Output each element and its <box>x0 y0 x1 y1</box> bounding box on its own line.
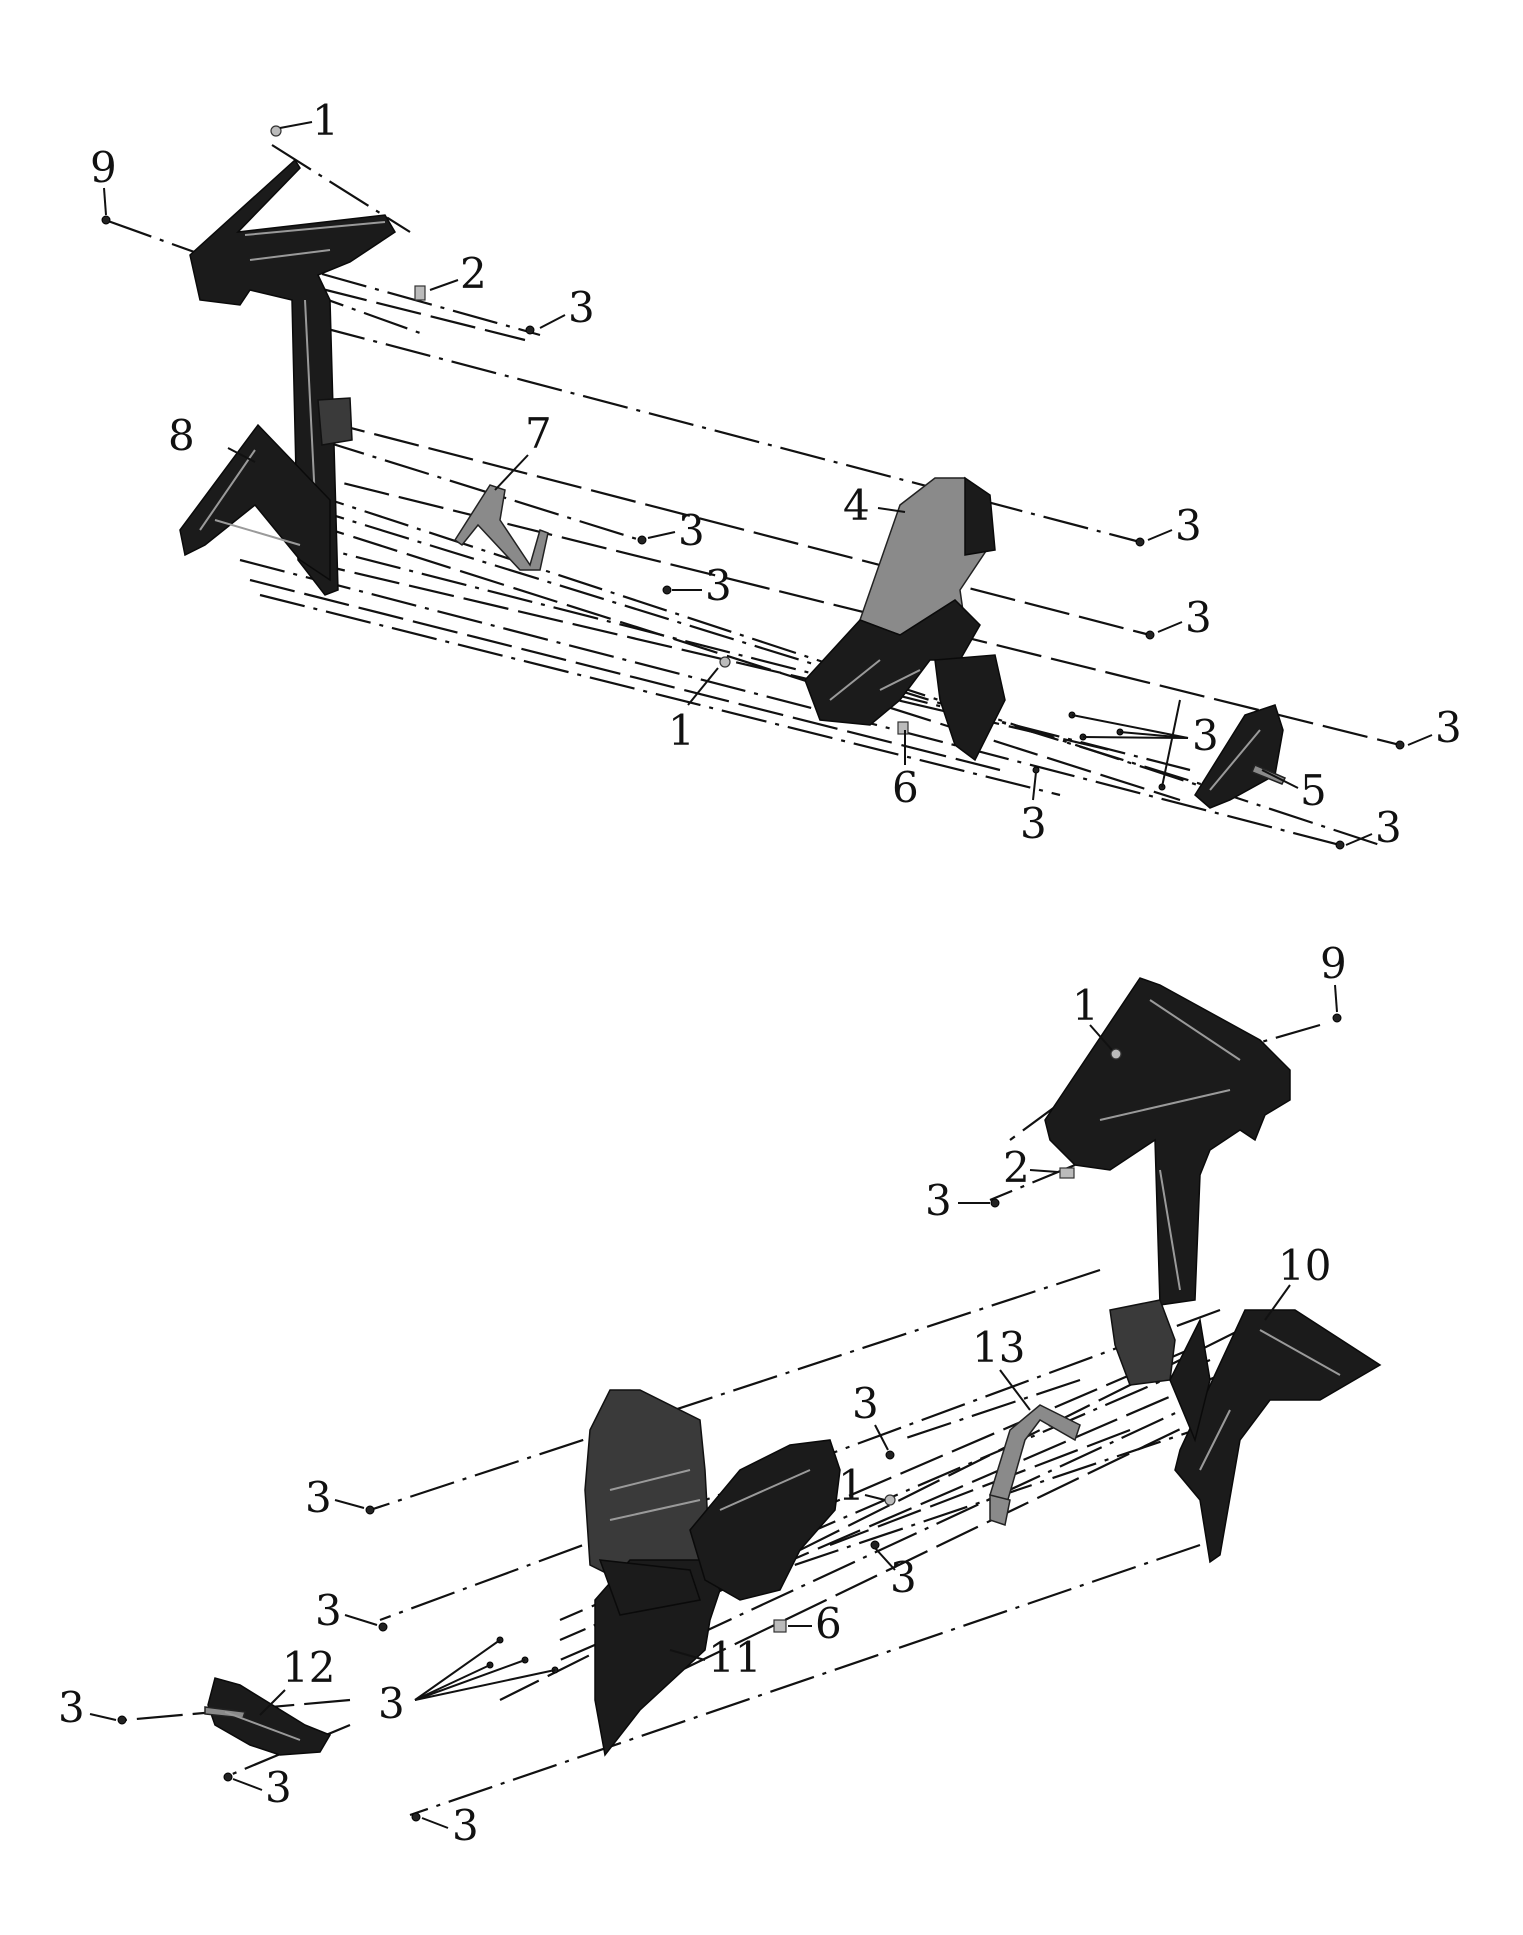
bolt-icon <box>365 1505 375 1515</box>
bolt-icon <box>1110 1048 1122 1060</box>
callout-3: 3 <box>1175 501 1202 550</box>
small-bracket-13 <box>989 1404 1081 1526</box>
bolt-icon <box>719 656 731 668</box>
bolt-icon <box>223 1772 233 1782</box>
callout-12: 12 <box>282 1643 335 1692</box>
bolt-icon <box>884 1494 896 1506</box>
bolt-icon <box>662 585 672 595</box>
callout-8: 8 <box>168 411 195 460</box>
top-assembly: 1 9 2 3 8 7 4 3 3 3 3 1 3 3 6 5 3 3 <box>90 96 1462 852</box>
callout-1: 1 <box>312 96 339 145</box>
callout-2: 2 <box>1003 1143 1030 1192</box>
callout-3: 3 <box>378 1679 405 1728</box>
bolt-icon <box>378 1622 388 1632</box>
bolt-icon <box>117 1715 127 1725</box>
callout-3: 3 <box>852 1379 879 1428</box>
callout-6: 6 <box>815 1599 842 1648</box>
clip-icon <box>414 285 426 301</box>
callout-3: 3 <box>925 1176 952 1225</box>
bottom-leaders <box>89 984 1338 1829</box>
callout-3: 3 <box>1185 593 1212 642</box>
bottom-callouts: 9 1 2 3 10 13 3 1 3 3 3 6 11 12 3 3 3 3 <box>58 939 1347 1850</box>
callout-6: 6 <box>892 763 919 812</box>
callout-9: 9 <box>1320 939 1347 988</box>
bolt-icon <box>525 325 535 335</box>
duct-housing-4 <box>804 476 1006 762</box>
bolt-icon <box>1335 840 1345 850</box>
callout-3: 3 <box>1192 711 1219 760</box>
bolt-icon <box>885 1450 895 1460</box>
duct-housing-11 <box>584 1389 841 1757</box>
bolt-icon <box>1145 630 1155 640</box>
callout-3: 3 <box>1020 799 1047 848</box>
bolt-icon <box>990 1198 1000 1208</box>
left-side-panel <box>179 423 331 582</box>
bolt-icon <box>1332 1013 1342 1023</box>
bolt-icon <box>411 1812 421 1822</box>
callout-3: 3 <box>315 1586 342 1635</box>
callout-3: 3 <box>265 1763 292 1812</box>
callout-7: 7 <box>525 409 552 458</box>
small-bracket-7 <box>453 484 549 571</box>
callout-3: 3 <box>1435 703 1462 752</box>
callout-3: 3 <box>58 1683 85 1732</box>
callout-4: 4 <box>843 481 870 530</box>
bolt-icon <box>637 535 647 545</box>
callout-3: 3 <box>890 1553 917 1602</box>
callout-3: 3 <box>452 1801 479 1850</box>
upper-front-bracket-bottom <box>1044 977 1291 1386</box>
top-callouts: 1 9 2 3 8 7 4 3 3 3 3 1 3 3 6 5 3 3 <box>90 96 1462 852</box>
callout-9: 9 <box>90 143 117 192</box>
callout-1: 1 <box>838 1461 865 1510</box>
callout-10: 10 <box>1278 1241 1331 1290</box>
right-side-panel-10 <box>1169 1309 1382 1564</box>
callout-5: 5 <box>1300 766 1327 815</box>
top-leaders <box>103 121 1433 846</box>
clip-icon <box>1059 1167 1075 1179</box>
lamp-housing-12 <box>204 1677 332 1756</box>
callout-1: 1 <box>668 706 695 755</box>
callout-3: 3 <box>678 506 705 555</box>
callout-1: 1 <box>1072 981 1099 1030</box>
callout-3: 3 <box>305 1473 332 1522</box>
callout-3: 3 <box>1375 803 1402 852</box>
callout-2: 2 <box>460 249 487 298</box>
callout-3: 3 <box>568 283 595 332</box>
callout-11: 11 <box>708 1633 761 1682</box>
callout-13: 13 <box>972 1323 1025 1372</box>
bolt-icon <box>1135 537 1145 547</box>
upper-front-bracket <box>189 158 397 596</box>
bolt-icon <box>1395 740 1405 750</box>
top-fasteners <box>101 125 1405 850</box>
bottom-assembly: 9 1 2 3 10 13 3 1 3 3 3 6 11 12 3 3 3 3 <box>58 939 1382 1850</box>
callout-3: 3 <box>705 561 732 610</box>
bolt-icon <box>101 215 111 225</box>
bolt-icon <box>270 125 282 137</box>
lamp-housing-5 <box>1194 704 1287 809</box>
bolt-icon <box>870 1540 880 1550</box>
clip-icon <box>897 721 909 735</box>
clip-icon <box>773 1619 787 1633</box>
